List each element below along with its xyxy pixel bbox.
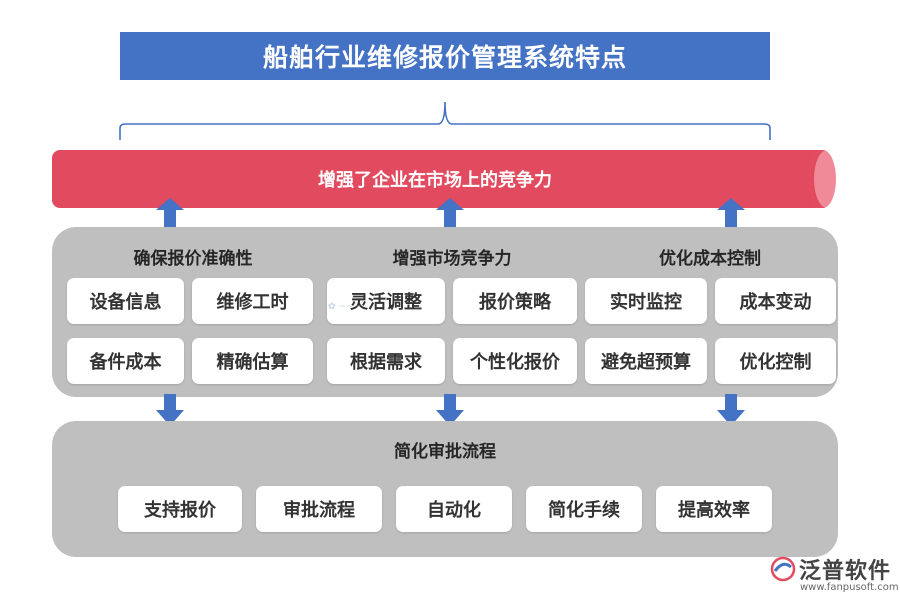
chip-repair-hours: 维修工时 [192, 278, 313, 324]
down-arrow-icon [436, 394, 464, 426]
fanpu-logo-icon [770, 556, 796, 582]
chip-optimize-control: 优化控制 [715, 338, 836, 384]
chip-equipment-info: 设备信息 [67, 278, 184, 324]
chip-parts-cost: 备件成本 [67, 338, 184, 384]
banner-label: 增强了企业在市场上的竞争力 [318, 170, 552, 191]
logo-name: 泛普软件 [799, 559, 892, 584]
chip-quote-strategy: 报价策略 [453, 278, 577, 324]
chip-flexible-adjust: 灵活调整 [327, 278, 445, 324]
chip-approval-flow: 审批流程 [256, 486, 382, 532]
group-title-approval: 简化审批流程 [394, 442, 496, 462]
chip-realtime-monitor: 实时监控 [585, 278, 707, 324]
chip-cost-change: 成本变动 [715, 278, 836, 324]
top-brace [119, 101, 771, 140]
group-title-cost-control: 优化成本控制 [659, 249, 761, 269]
group-title-competitiveness: 增强市场竞争力 [392, 249, 512, 269]
watermark-logo-icon: ✿ ~~~ [328, 302, 362, 312]
cylinder-cap [810, 150, 836, 208]
chip-by-demand: 根据需求 [327, 338, 445, 384]
chip-precise-estimate: 精确估算 [192, 338, 313, 384]
down-arrow-icon [717, 394, 745, 426]
chip-support-quote: 支持报价 [118, 486, 242, 532]
down-arrow-icon [156, 394, 184, 426]
fanpu-logo: 泛普软件 [770, 553, 891, 585]
chip-improve-efficiency: 提高效率 [656, 486, 772, 532]
chip-automation: 自动化 [396, 486, 512, 532]
group-title-accuracy: 确保报价准确性 [133, 249, 253, 269]
chip-personalized-quote: 个性化报价 [453, 338, 577, 384]
chip-avoid-overbudget: 避免超预算 [585, 338, 707, 384]
chip-simplify-procedure: 简化手续 [526, 486, 642, 532]
competitiveness-banner: 增强了企业在市场上的竞争力 [52, 150, 838, 208]
page-title: 船舶行业维修报价管理系统特点 [120, 32, 770, 80]
logo-url: www.fanpusoft.com [800, 582, 899, 593]
